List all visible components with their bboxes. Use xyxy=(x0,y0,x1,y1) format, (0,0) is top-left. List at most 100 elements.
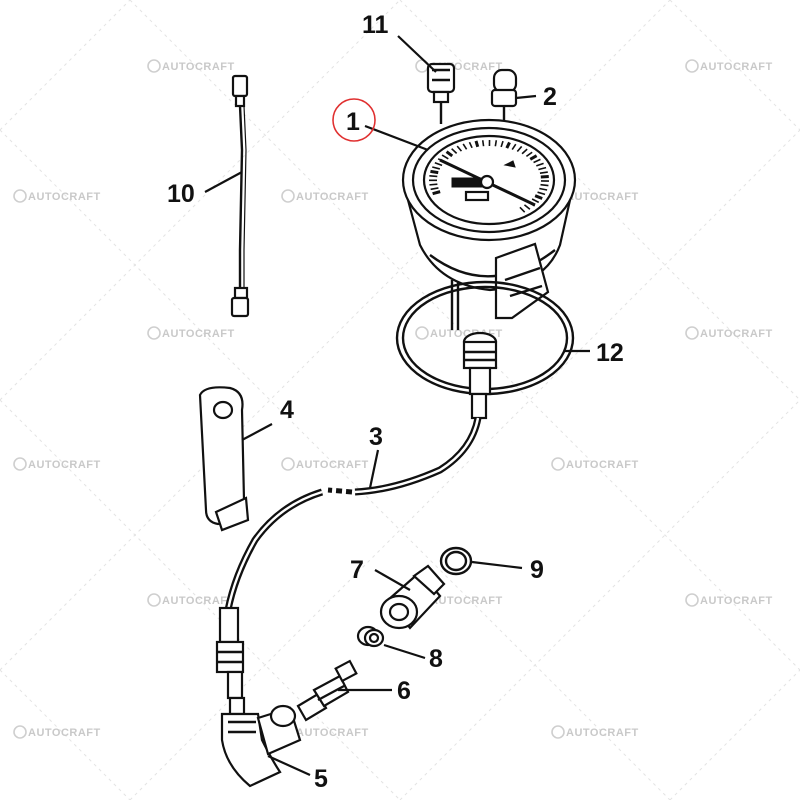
gauge-tick xyxy=(531,198,540,204)
watermark-logo: AUTOCRAFT xyxy=(551,457,639,471)
gauge-tick xyxy=(494,140,498,147)
gauge-tick xyxy=(474,140,480,148)
part-label-8[interactable]: 8 xyxy=(429,645,443,673)
part-label-10[interactable]: 10 xyxy=(167,180,195,208)
watermark-logo: AUTOCRAFT xyxy=(147,59,235,73)
watermark-ring-icon xyxy=(281,189,295,203)
watermark-logo: AUTOCRAFT xyxy=(281,457,368,471)
gauge-tick xyxy=(500,140,504,148)
lamp-drawing xyxy=(490,68,518,120)
gauge-tick xyxy=(462,143,468,150)
part-label-11[interactable]: 11 xyxy=(362,11,389,39)
watermark-logo: AUTOCRAFT xyxy=(685,59,773,73)
gauge-tick xyxy=(434,162,443,167)
part-label-7[interactable]: 7 xyxy=(350,556,364,584)
gauge-tick xyxy=(456,145,463,152)
watermark-text: AUTOCRAFT xyxy=(28,727,101,739)
gauge-tick xyxy=(534,194,543,200)
gauge-tick xyxy=(441,154,449,160)
watermark-text: AUTOCRAFT xyxy=(430,595,503,607)
gauge-tick xyxy=(519,206,526,213)
elbow-drawing xyxy=(220,696,302,788)
watermark-logo: AUTOCRAFT xyxy=(147,593,234,607)
gauge-drawing xyxy=(401,118,577,330)
watermark-ring-icon xyxy=(551,457,565,471)
gauge-tick xyxy=(445,150,454,158)
gauge-tick xyxy=(537,191,546,196)
part-label-4[interactable]: 4 xyxy=(280,396,294,424)
watermark-ring-icon xyxy=(147,326,161,340)
gauge-tick xyxy=(540,175,549,179)
watermark-logo: AUTOCRAFT xyxy=(13,725,101,739)
bulb-socket-drawing xyxy=(426,62,456,124)
gauge-tick xyxy=(430,187,439,191)
gauge-tick xyxy=(539,187,548,191)
gauge-tick xyxy=(529,154,538,161)
gauge-tick xyxy=(533,158,541,164)
gauge-tick xyxy=(525,151,533,158)
watermark-ring-icon xyxy=(685,59,699,73)
gauge-tick xyxy=(516,145,523,153)
watermark-text: AUTOCRAFT xyxy=(28,459,101,471)
gauge-tick xyxy=(429,183,438,186)
part-label-5[interactable]: 5 xyxy=(314,765,328,793)
watermark-ring-icon xyxy=(147,59,161,73)
nut-drawing xyxy=(379,564,446,630)
watermark-logo: AUTOCRAFT xyxy=(551,725,639,739)
gauge-tick xyxy=(430,169,439,175)
gauge-tick xyxy=(521,148,528,155)
watermark-text: AUTOCRAFT xyxy=(162,328,235,340)
watermark-text: AUTOCRAFT xyxy=(700,61,773,73)
watermark-logo: AUTOCRAFT xyxy=(13,189,101,203)
gauge-tick xyxy=(468,141,473,149)
part-label-1[interactable]: 1 xyxy=(346,108,360,136)
part-label-3[interactable]: 3 xyxy=(369,423,383,451)
watermark-text: AUTOCRAFT xyxy=(566,459,639,471)
gauge-tick xyxy=(538,166,547,171)
watermark-text: AUTOCRAFT xyxy=(296,727,369,739)
gauge-tick xyxy=(451,148,458,154)
small-nut-drawing xyxy=(356,625,385,648)
part-label-9[interactable]: 9 xyxy=(530,556,544,584)
gauge-tick xyxy=(540,183,549,187)
watermark-ring-icon xyxy=(13,725,27,739)
gauge-tick xyxy=(523,204,531,210)
watermark-logo: AUTOCRAFT xyxy=(685,593,773,607)
watermark-logo: AUTOCRAFT xyxy=(147,326,235,340)
selected-part-highlight xyxy=(332,98,376,142)
watermark-text: AUTOCRAFT xyxy=(700,328,773,340)
part-label-2[interactable]: 2 xyxy=(543,83,557,111)
gauge-tick xyxy=(511,143,517,151)
leader-lines xyxy=(204,35,590,777)
part-label-6[interactable]: 6 xyxy=(397,677,411,705)
gauge-tick xyxy=(481,140,485,147)
gauge-tick xyxy=(429,175,438,178)
cable-drawing xyxy=(215,417,482,700)
bracket-drawing xyxy=(198,386,250,532)
watermark-ring-icon xyxy=(415,326,429,340)
watermark-ring-icon xyxy=(147,593,161,607)
watermark-ring-icon xyxy=(685,593,699,607)
watermark-ring-icon xyxy=(281,457,295,471)
watermark-text: AUTOCRAFT xyxy=(28,191,101,203)
watermark-text: AUTOCRAFT xyxy=(566,191,639,203)
part-labels: 1 2 3 4 5 6 7 8 9 10 11 12 xyxy=(167,11,624,793)
watermark-text: AUTOCRAFT xyxy=(162,61,235,73)
cable-fitting xyxy=(462,331,498,420)
watermark-ring-icon xyxy=(685,326,699,340)
watermark-text: AUTOCRAFT xyxy=(296,191,369,203)
watermark-ring-icon xyxy=(551,725,565,739)
gauge-tick xyxy=(432,190,441,196)
watermark-logo: AUTOCRAFT xyxy=(13,457,101,471)
watermark-text: AUTOCRAFT xyxy=(566,727,639,739)
gauge-tick xyxy=(539,171,548,175)
gauge-tick xyxy=(432,166,441,170)
gauge-tick xyxy=(536,162,544,167)
watermark-ring-icon xyxy=(13,457,27,471)
watermark-text: AUTOCRAFT xyxy=(700,595,773,607)
watermark-logo: AUTOCRAFT xyxy=(685,326,773,340)
part-label-12[interactable]: 12 xyxy=(596,339,624,367)
watermark-ring-icon xyxy=(13,189,27,203)
